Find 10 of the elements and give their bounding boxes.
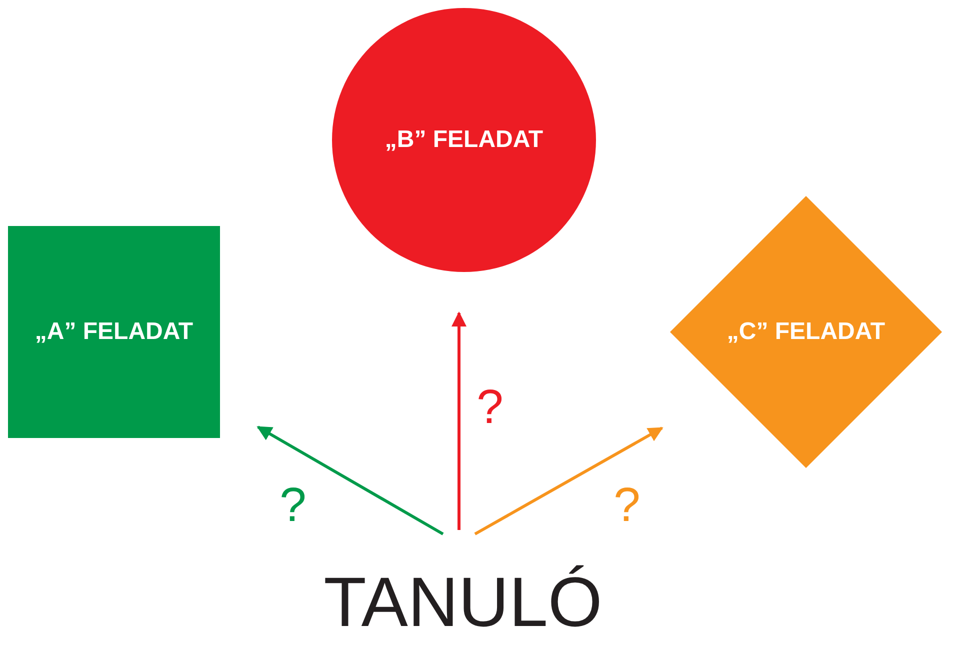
task-label: „B” FELADAT: [384, 126, 544, 154]
task-label: „A” FELADAT: [34, 318, 194, 346]
edge-label: ?: [614, 482, 640, 530]
arrow: [452, 312, 466, 530]
edge-label: ?: [280, 482, 306, 530]
student-label: TANULÓ: [324, 562, 602, 643]
task-label: „C” FELADAT: [726, 318, 886, 346]
arrow: [256, 426, 444, 536]
edge-label: ?: [476, 384, 504, 432]
arrow: [474, 426, 664, 536]
